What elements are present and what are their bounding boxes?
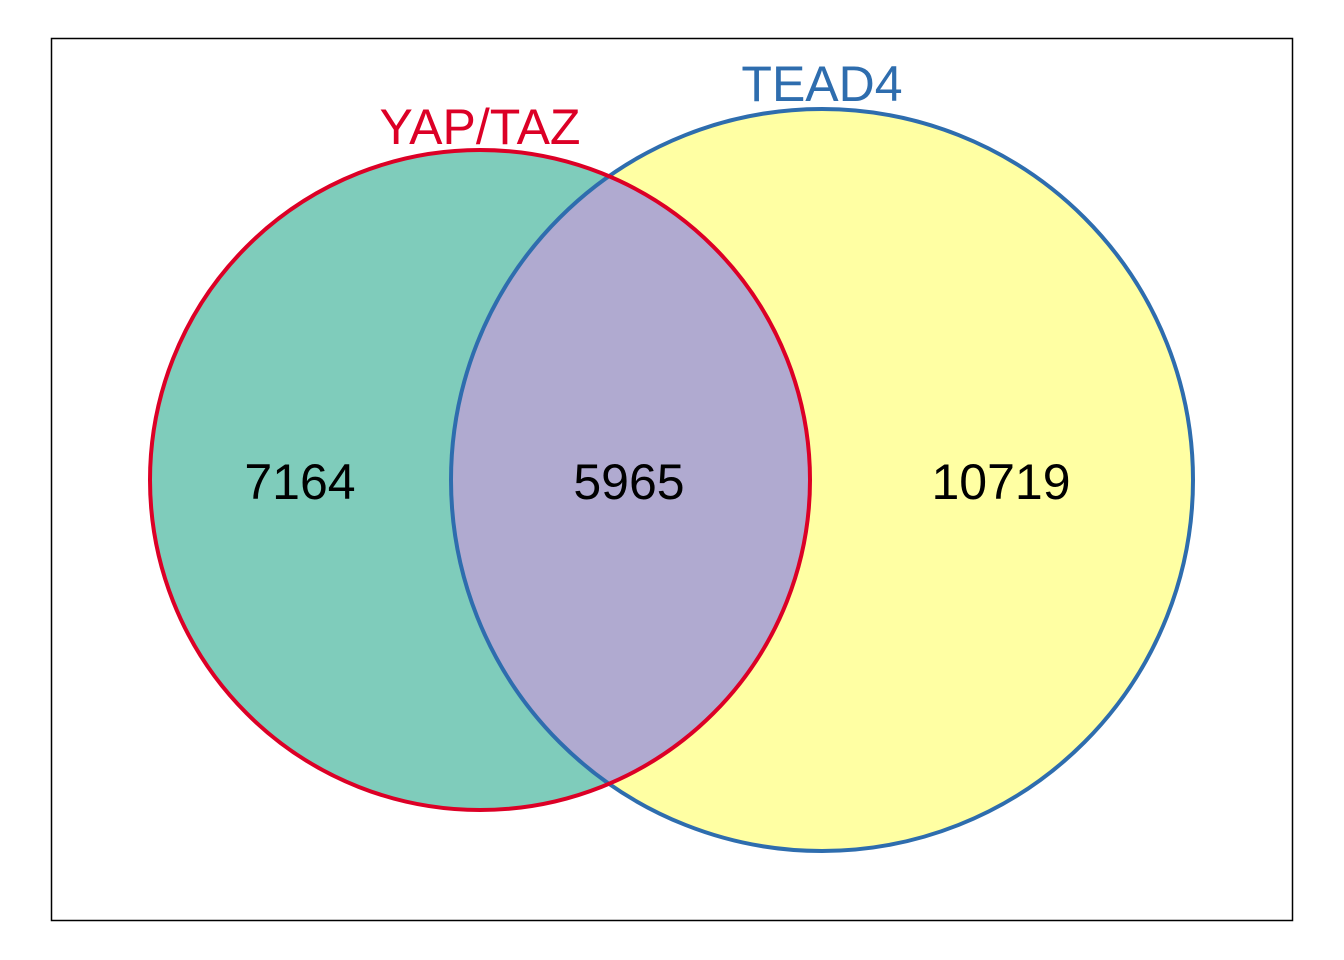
tead4-only-count: 10719	[931, 454, 1070, 510]
intersection-count: 5965	[573, 454, 684, 510]
yap-taz-label: YAP/TAZ	[380, 99, 581, 155]
intersection-region	[451, 150, 810, 810]
yap-taz-only-count: 7164	[244, 454, 355, 510]
yap-taz-outline	[148, 148, 812, 812]
tead4-outline	[449, 107, 1195, 853]
tead4-label: TEAD4	[741, 56, 902, 112]
